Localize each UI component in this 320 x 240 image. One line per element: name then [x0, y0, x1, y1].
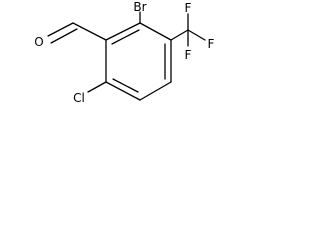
oxygen-label: O: [34, 35, 43, 49]
carbonyl-double-bond: [47, 22, 74, 37]
ring-bond: [105, 22, 141, 41]
carbonyl-double-bond: [50, 28, 78, 44]
fluorine-bottom-label: F: [185, 48, 192, 62]
fluorine-top-label: F: [185, 1, 192, 15]
bromine-label: Br: [133, 0, 146, 14]
chemical-structure: Br O Cl F F F: [34, 0, 215, 105]
fluorine-bond: [187, 29, 206, 41]
chlorine-bond: [87, 81, 107, 93]
ring-bond: [139, 81, 172, 101]
ring-double-bond-inner: [112, 78, 139, 93]
aldehyde-bond: [72, 22, 107, 41]
trifluoromethyl-bond: [170, 29, 189, 41]
chlorine-label: Cl: [73, 91, 85, 105]
ring-bond: [105, 81, 141, 101]
ring-bond: [139, 22, 172, 41]
fluorine-right-label: F: [208, 37, 215, 51]
ring-double-bond-inner: [111, 29, 140, 45]
